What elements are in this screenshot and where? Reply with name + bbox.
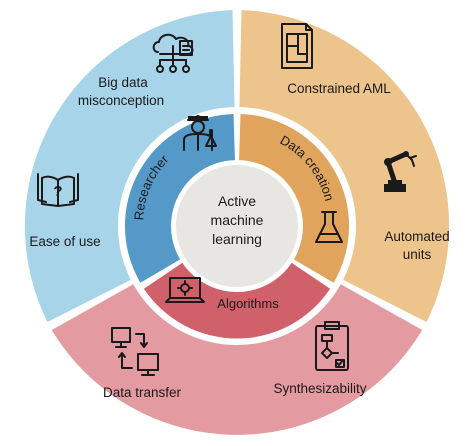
center-title-line1: Active: [218, 193, 256, 209]
center-title-line3: learning: [212, 231, 262, 247]
robot-arm-icon: [384, 151, 417, 192]
flask-icon: [315, 211, 343, 243]
computer-transfer-icon: [111, 327, 159, 376]
automated-units-label-line2: units: [403, 247, 432, 262]
center-circle: [176, 165, 298, 287]
clipboard-flowchart-icon: [315, 321, 349, 371]
laptop-gear-icon: [165, 277, 205, 303]
scientist-icon: [183, 115, 217, 151]
svg-text:?: ?: [53, 183, 62, 200]
algorithms-label: Algorithms: [217, 296, 279, 311]
cloud-network-icon: [152, 33, 194, 73]
constrained-aml-label: Constrained AML: [287, 81, 391, 96]
center-title-line2: machine: [211, 212, 264, 228]
ease-of-use-label: Ease of use: [29, 234, 100, 249]
blueprint-document-icon: [281, 23, 313, 69]
book-question-icon: ?: [37, 173, 79, 207]
data-transfer-label: Data transfer: [103, 385, 182, 400]
big-data-label-line1: Big data: [98, 75, 148, 90]
big-data-label-line2: misconception: [78, 93, 164, 108]
automated-units-label-line1: Automated: [384, 229, 449, 244]
synthesizability-label: Synthesizability: [273, 381, 366, 396]
